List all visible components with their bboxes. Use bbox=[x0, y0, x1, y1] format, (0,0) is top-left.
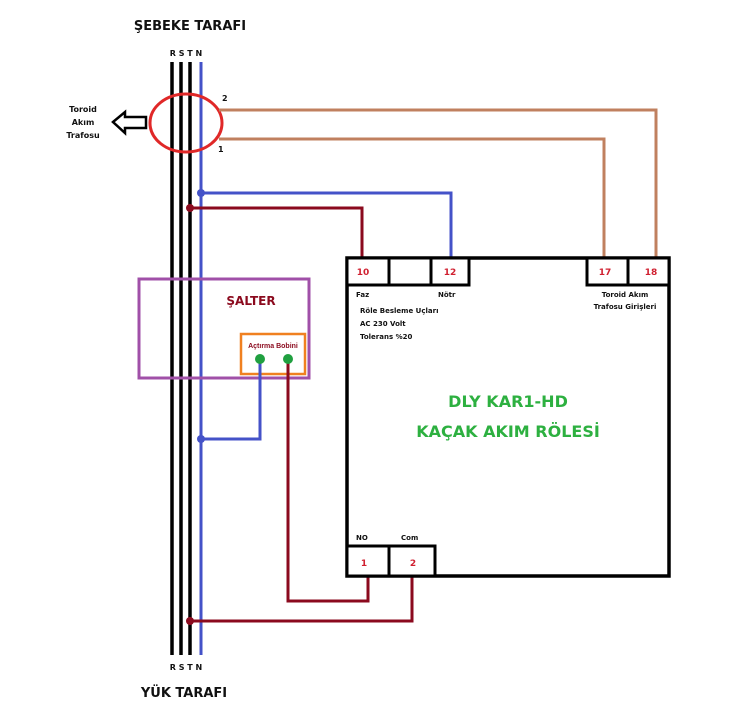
terminal-2-label: 2 bbox=[410, 559, 416, 569]
neutral-junction-top bbox=[197, 189, 205, 197]
terminal-12-label: 12 bbox=[444, 268, 457, 278]
coil-contact-left bbox=[255, 354, 265, 364]
breaker-title: ŞALTER bbox=[226, 294, 275, 308]
coil-neutral-wire bbox=[201, 360, 262, 441]
terminal-18-label: 18 bbox=[645, 268, 658, 278]
toroid-label-line1: Toroid bbox=[69, 105, 97, 114]
toroid-inputs-line1: Toroid Akım bbox=[602, 291, 649, 299]
toroid-inputs-line2: Trafosu Girişleri bbox=[594, 303, 657, 311]
terminal-12 bbox=[429, 256, 471, 287]
supply-note-3: Tolerans %20 bbox=[360, 333, 412, 341]
terminal-1-label: 1 bbox=[361, 559, 367, 569]
toroid-label-line3: Trafosu bbox=[66, 131, 100, 140]
phase-junction-top bbox=[186, 204, 194, 212]
toroid-ring bbox=[148, 92, 224, 154]
toroid-terminal-2: 2 bbox=[222, 94, 228, 103]
terminal-blank bbox=[387, 256, 433, 287]
toroid-terminal-1: 1 bbox=[218, 145, 224, 154]
no-label: NO bbox=[356, 534, 368, 542]
notr-label: Nötr bbox=[438, 291, 456, 299]
relay-name-line2: KAÇAK AKIM RÖLESİ bbox=[416, 422, 600, 441]
load-side-title: YÜK TARAFI bbox=[140, 685, 227, 701]
relay-body bbox=[345, 256, 671, 578]
terminal-17-label: 17 bbox=[599, 268, 612, 278]
trip-coil-box bbox=[239, 332, 307, 376]
phase-labels-bottom: R S T N bbox=[170, 663, 202, 672]
phase-junction-bottom bbox=[186, 617, 194, 625]
toroid-wire-2 bbox=[219, 108, 658, 258]
arrow-left-icon bbox=[111, 109, 148, 136]
supply-note-2: AC 230 Volt bbox=[360, 320, 406, 328]
relay-name-line1: DLY KAR1-HD bbox=[448, 392, 568, 411]
terminal-1 bbox=[345, 544, 391, 578]
com-label: Com bbox=[401, 534, 418, 542]
terminal-18 bbox=[626, 256, 671, 287]
neutral-junction-bottom bbox=[197, 435, 205, 443]
neutral-supply-wire bbox=[201, 191, 453, 258]
toroid-wire-1 bbox=[219, 137, 606, 258]
phase-supply-wire bbox=[190, 206, 364, 258]
source-side-title: ŞEBEKE TARAFI bbox=[134, 19, 246, 34]
phase-labels-top: R S T N bbox=[170, 49, 202, 58]
faz-label: Faz bbox=[356, 291, 369, 299]
com-phase-wire bbox=[190, 575, 414, 623]
coil-contact-right bbox=[283, 354, 293, 364]
toroid-label-line2: Akım bbox=[72, 118, 95, 127]
supply-note-1: Röle Besleme Uçları bbox=[360, 307, 438, 315]
coil-no-wire bbox=[286, 360, 370, 603]
terminal-2 bbox=[387, 544, 437, 578]
breaker-box bbox=[137, 277, 311, 380]
trip-coil-label: Açtırma Bobini bbox=[248, 343, 298, 350]
terminal-10-label: 10 bbox=[357, 268, 370, 278]
